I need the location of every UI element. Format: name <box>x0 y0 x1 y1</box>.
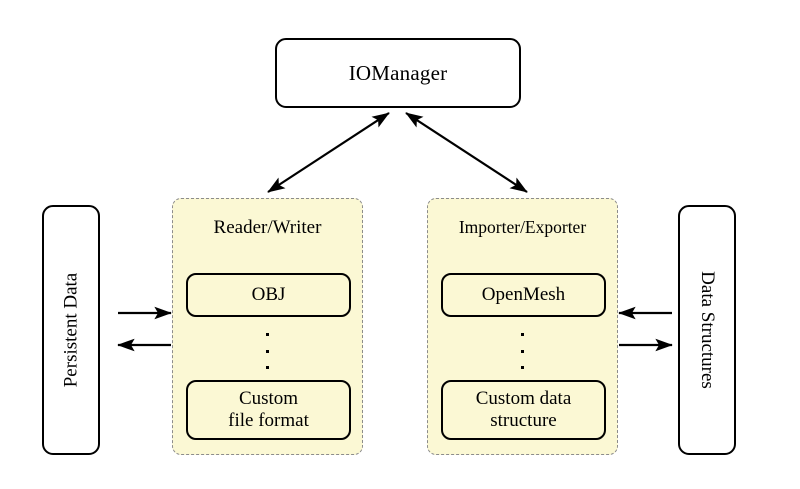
ellipsis-importer-exporter <box>428 333 617 369</box>
box-obj: OBJ <box>186 273 351 317</box>
node-data-structures: Data Structures <box>678 205 736 455</box>
dot <box>521 366 524 369</box>
box-openmesh: OpenMesh <box>441 273 606 317</box>
box-obj-label: OBJ <box>251 284 286 306</box>
panel-importer-exporter-title: Importer/Exporter <box>458 217 587 237</box>
node-iomanager: IOManager <box>275 38 521 108</box>
panel-reader-writer: Reader/Writer OBJ Custom file format <box>172 198 363 455</box>
panel-importer-exporter: Importer/Exporter OpenMesh Custom data s… <box>427 198 618 455</box>
box-custom-data-structure-label: Custom data structure <box>476 388 572 432</box>
line-1: Custom data <box>475 388 572 410</box>
dot <box>521 349 524 353</box>
dot <box>266 333 269 336</box>
arrow-iomanager-readerwriter <box>267 112 390 193</box>
dot <box>266 349 269 353</box>
node-data-structures-label: Data Structures <box>697 271 718 389</box>
box-custom-data-structure: Custom data structure <box>441 380 606 440</box>
panel-reader-writer-title: Reader/Writer <box>213 217 322 238</box>
line-2: file format <box>228 410 309 431</box>
node-persistent-data-label: Persistent Data <box>60 272 82 388</box>
arrow-iomanager-importerexporter <box>405 112 528 193</box>
dot <box>521 333 524 336</box>
ellipsis-reader-writer <box>173 333 362 369</box>
line-2: structure <box>490 410 557 431</box>
line-1: Custom <box>238 388 299 410</box>
node-iomanager-label: IOManager <box>348 60 448 85</box>
box-custom-file-format-label: Custom file format <box>228 388 309 432</box>
box-custom-file-format: Custom file format <box>186 380 351 440</box>
node-persistent-data: Persistent Data <box>42 205 100 455</box>
dot <box>266 366 269 369</box>
box-openmesh-label: OpenMesh <box>481 284 566 306</box>
